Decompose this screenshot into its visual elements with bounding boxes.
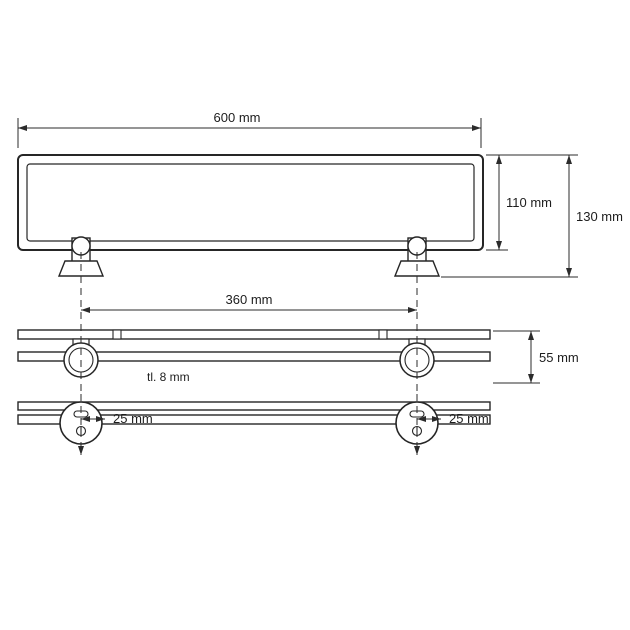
dim-offset-right: 25 mm [417,411,489,426]
plan-view: 360 mm tl. 8 mm 55 mm [17,252,579,392]
shelf-frame-inner [26,163,475,242]
dim-depth-label: 55 mm [539,350,579,365]
dim-mount-spacing-label: 360 mm [226,292,273,307]
rail-tab-left [112,329,122,340]
dim-offset-left-label: 25 mm [113,411,153,426]
underside-glass-edge [17,414,491,425]
dim-total-height-label: 130 mm [576,209,623,224]
dim-total-height: 130 mm [441,155,623,278]
glass-shelf-edge [17,351,491,362]
dim-width-label: 600 mm [214,110,261,125]
shelf-frame-outer [17,154,484,251]
dim-offset-right-label: 25 mm [449,411,489,426]
underside-rail [17,401,491,411]
dim-width: 600 mm [17,110,482,148]
underside-view: 25 mm 25 mm [17,394,491,455]
front-view: 600 mm 110 mm 130 mm [17,110,623,278]
dim-offset-left: 25 mm [81,411,153,426]
rail-tab-right [378,329,388,340]
thickness-label: tl. 8 mm [147,370,190,384]
dim-mount-spacing: 360 mm [81,292,417,313]
dim-depth: 55 mm [493,330,579,384]
rear-rail [17,329,491,340]
dim-front-height-label: 110 mm [506,195,552,210]
dim-front-height: 110 mm [486,154,578,251]
